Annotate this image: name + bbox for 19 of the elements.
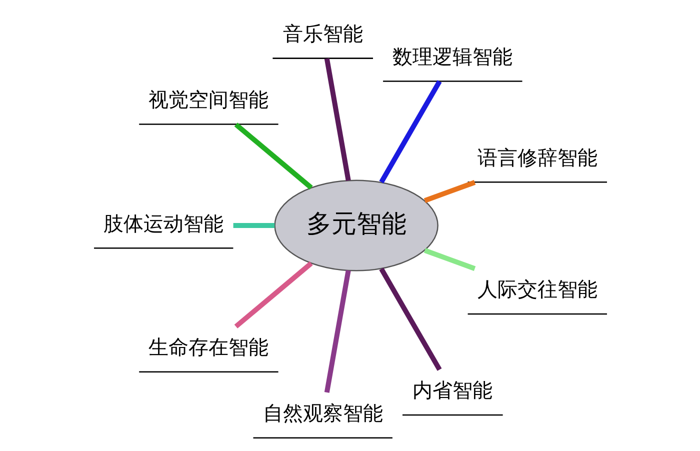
node-text: 数理逻辑智能 (392, 44, 512, 68)
node-text: 语言修辞智能 (476, 145, 597, 170)
connector (378, 80, 442, 184)
connector (423, 248, 476, 271)
node-text: 人际交往智能 (476, 277, 597, 302)
node-ellipse: 多元智能 (274, 180, 438, 272)
connector (378, 268, 442, 371)
node-text: 音乐智能 (282, 22, 362, 46)
node-text: 生命存在智能 (148, 335, 268, 360)
connector (232, 223, 274, 228)
connector (324, 58, 350, 181)
node-text: 肢体运动智能 (103, 211, 224, 236)
node-text: 视觉空间智能 (148, 87, 268, 112)
connector (324, 270, 350, 393)
node-text: 内省智能 (412, 378, 492, 402)
node-text: 自然观察智能 (262, 401, 382, 426)
connector (234, 261, 312, 328)
connector (234, 122, 312, 190)
connector (423, 180, 476, 203)
